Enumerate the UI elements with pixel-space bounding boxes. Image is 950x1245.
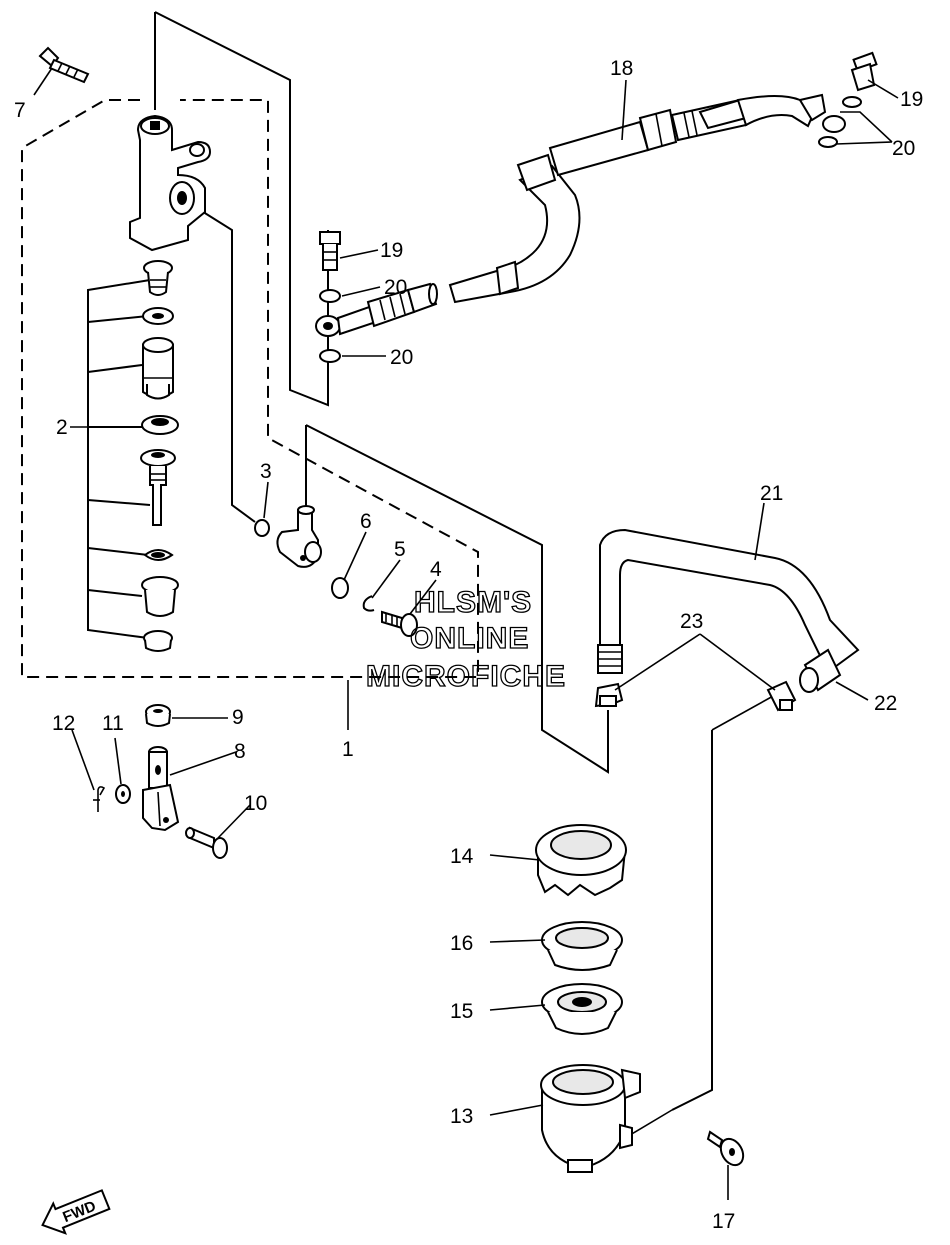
label-8: 8 xyxy=(234,740,246,763)
fwd-arrow-badge: FWD xyxy=(41,1189,111,1235)
watermark-line-2: ONLINE xyxy=(410,622,529,655)
label-19-upper: 19 xyxy=(900,88,923,111)
label-21: 21 xyxy=(760,482,783,505)
label-3: 3 xyxy=(260,460,272,483)
label-20-upper-left: 20 xyxy=(384,276,407,299)
label-20-right: 20 xyxy=(892,137,915,160)
label-19-lower: 19 xyxy=(380,239,403,262)
label-15: 15 xyxy=(450,1000,473,1023)
brake-hose xyxy=(315,51,878,363)
watermark-line-1: HLSM'S xyxy=(414,586,532,619)
reservoir-parts xyxy=(38,46,745,1173)
label-20-lower-left: 20 xyxy=(390,346,413,369)
label-4: 4 xyxy=(430,558,442,581)
hose-union-parts xyxy=(254,505,418,637)
watermark: HLSM'S ONLINE MICROFICHE xyxy=(365,585,566,693)
label-16: 16 xyxy=(450,932,473,955)
reservoir-hose xyxy=(594,528,860,712)
label-18: 18 xyxy=(610,57,633,80)
label-23: 23 xyxy=(680,610,703,633)
label-11: 11 xyxy=(102,712,124,735)
assembly-boundary-lines xyxy=(21,11,776,1136)
label-10: 10 xyxy=(244,792,267,815)
watermark-line-3: MICROFICHE xyxy=(366,660,566,693)
label-12: 12 xyxy=(52,712,75,735)
leader-lines xyxy=(33,67,899,1200)
label-22: 22 xyxy=(874,692,897,715)
label-17: 17 xyxy=(712,1210,735,1233)
label-1: 1 xyxy=(342,738,354,761)
label-13: 13 xyxy=(450,1105,473,1128)
label-6: 6 xyxy=(360,510,372,533)
label-7: 7 xyxy=(14,99,26,122)
fwd-arrow-icon xyxy=(41,1189,111,1235)
part-number-labels: 7 2 3 6 5 4 9 8 10 11 12 1 18 19 20 20 1… xyxy=(14,57,923,1233)
push-rod-parts xyxy=(93,704,228,859)
label-9: 9 xyxy=(232,706,244,729)
label-2: 2 xyxy=(56,416,68,439)
piston-kit-parts xyxy=(140,260,179,652)
master-cylinder-body xyxy=(129,114,212,252)
label-5: 5 xyxy=(394,538,406,561)
label-14: 14 xyxy=(450,845,474,868)
